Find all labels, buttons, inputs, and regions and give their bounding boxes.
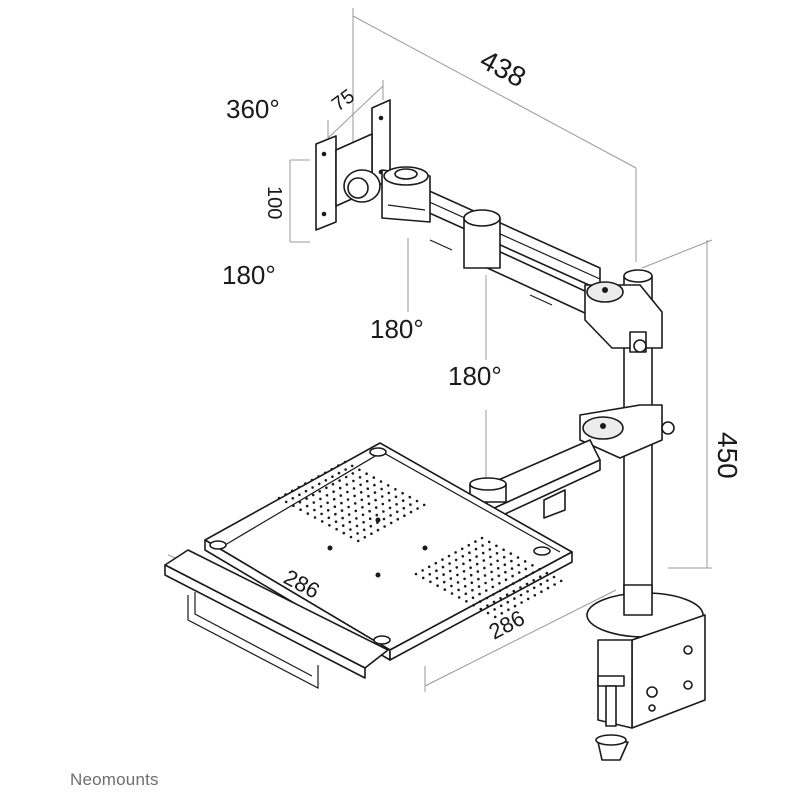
tray-front-lip <box>164 549 389 689</box>
vesa-head <box>315 99 431 231</box>
tray-perforation <box>277 460 563 619</box>
brand-logo-text: Neomounts <box>70 770 159 789</box>
rotation-label-tilt: 180° <box>222 260 276 290</box>
rotation-label-lower-joint: 180° <box>448 361 502 391</box>
dimension-label-height: 450 <box>712 432 743 479</box>
lower-collar <box>579 404 675 459</box>
dimension-label-vesa-width: 75 <box>328 85 359 116</box>
desk-clamp <box>586 584 706 761</box>
upper-arm <box>404 179 601 321</box>
rotation-label-screen: 360° <box>226 94 280 124</box>
dimension-label-vesa-height: 100 <box>263 186 285 219</box>
lower-arm <box>469 439 601 519</box>
rotation-label-upper-joint: 180° <box>370 314 424 344</box>
upper-collar <box>584 281 663 353</box>
dimension-label-tray-width: 286 <box>485 605 529 644</box>
